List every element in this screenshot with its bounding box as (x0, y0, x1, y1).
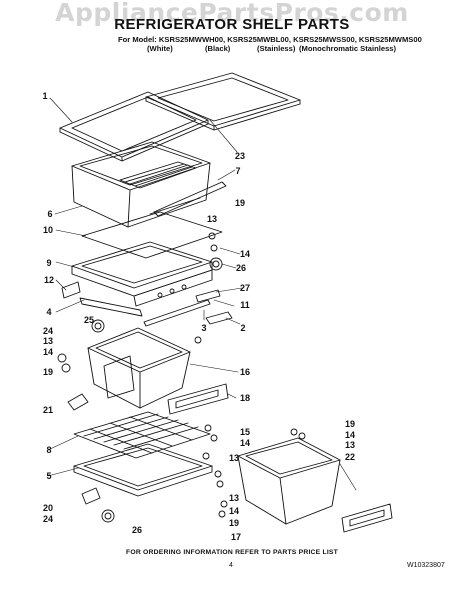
callout-17: 17 (230, 532, 242, 542)
callout-14-e: 14 (228, 506, 240, 516)
color-label-monochromatic: (Monochromatic Stainless) (299, 44, 397, 53)
callout-24-b: 24 (42, 514, 54, 524)
callout-14-a: 14 (239, 249, 251, 259)
callout-19-c: 19 (344, 419, 356, 429)
color-label-black: (Black) (205, 44, 231, 53)
callout-26-b: 26 (131, 525, 143, 535)
model-list: For Model: KSRS25MWWH00, KSRS25MWBL00, K… (118, 35, 422, 44)
document-number: W10323807 (407, 562, 445, 569)
callout-24-a: 24 (42, 326, 54, 336)
part-drawer-front-upper (167, 383, 229, 415)
part-drawer-front-lower (341, 503, 393, 533)
callout-21: 21 (42, 405, 54, 415)
callout-1: 1 (42, 91, 48, 101)
part-end-cap (81, 487, 101, 505)
color-label-stainless: (Stainless) (257, 44, 296, 53)
callout-3: 3 (201, 323, 207, 333)
part-drawer-frame (71, 241, 213, 307)
callout-14-d: 14 (239, 438, 251, 448)
callout-26-a: 26 (235, 263, 247, 273)
callout-18: 18 (239, 393, 251, 403)
callout-9: 9 (46, 258, 52, 268)
callout-14-c: 14 (344, 430, 356, 440)
callout-13-a: 13 (206, 214, 218, 224)
leader-lines (47, 97, 357, 491)
callout-2: 2 (240, 323, 246, 333)
part-shelf-frame-right (145, 72, 301, 131)
callout-13-c: 13 (344, 440, 356, 450)
callout-13-e: 13 (228, 493, 240, 503)
callout-20: 20 (42, 503, 54, 513)
part-rail (153, 181, 227, 217)
callout-5: 5 (46, 471, 52, 481)
callout-8: 8 (46, 445, 52, 455)
part-lower-bin (237, 437, 341, 525)
ordering-note: FOR ORDERING INFORMATION REFER TO PARTS … (125, 549, 339, 556)
callout-4: 4 (46, 307, 52, 317)
page-number: 4 (229, 562, 233, 569)
callout-7: 7 (235, 166, 241, 176)
callout-13-d: 13 (228, 453, 240, 463)
callout-14-b: 14 (42, 347, 54, 357)
callout-16: 16 (239, 367, 251, 377)
callout-27: 27 (239, 283, 251, 293)
part-upper-bin (87, 327, 191, 409)
part-rollers (57, 232, 223, 523)
color-label-white: (White) (147, 44, 173, 53)
callout-19-b: 19 (42, 367, 54, 377)
callout-22: 22 (344, 452, 356, 462)
part-wire-shelf (73, 411, 211, 459)
part-lower-shelf-frame (73, 443, 213, 497)
callout-23: 23 (234, 151, 246, 161)
callout-13-b: 13 (42, 336, 54, 346)
page-title: REFRIGERATOR SHELF PARTS (114, 16, 350, 33)
callout-6: 6 (47, 209, 53, 219)
part-support-rails (61, 281, 233, 327)
callout-19-a: 19 (234, 198, 246, 208)
part-hardware (194, 336, 306, 518)
callout-25: 25 (83, 315, 95, 325)
callout-15: 15 (239, 427, 251, 437)
callout-19-d: 19 (228, 518, 240, 528)
callout-11: 11 (240, 300, 250, 310)
callout-12: 12 (43, 275, 55, 285)
part-clip (67, 393, 89, 411)
part-cover-sheet (81, 211, 223, 259)
part-crisper-drawer (71, 141, 211, 228)
callout-10: 10 (42, 225, 54, 235)
watermark: AppliancePartsPros.com (55, 0, 409, 27)
